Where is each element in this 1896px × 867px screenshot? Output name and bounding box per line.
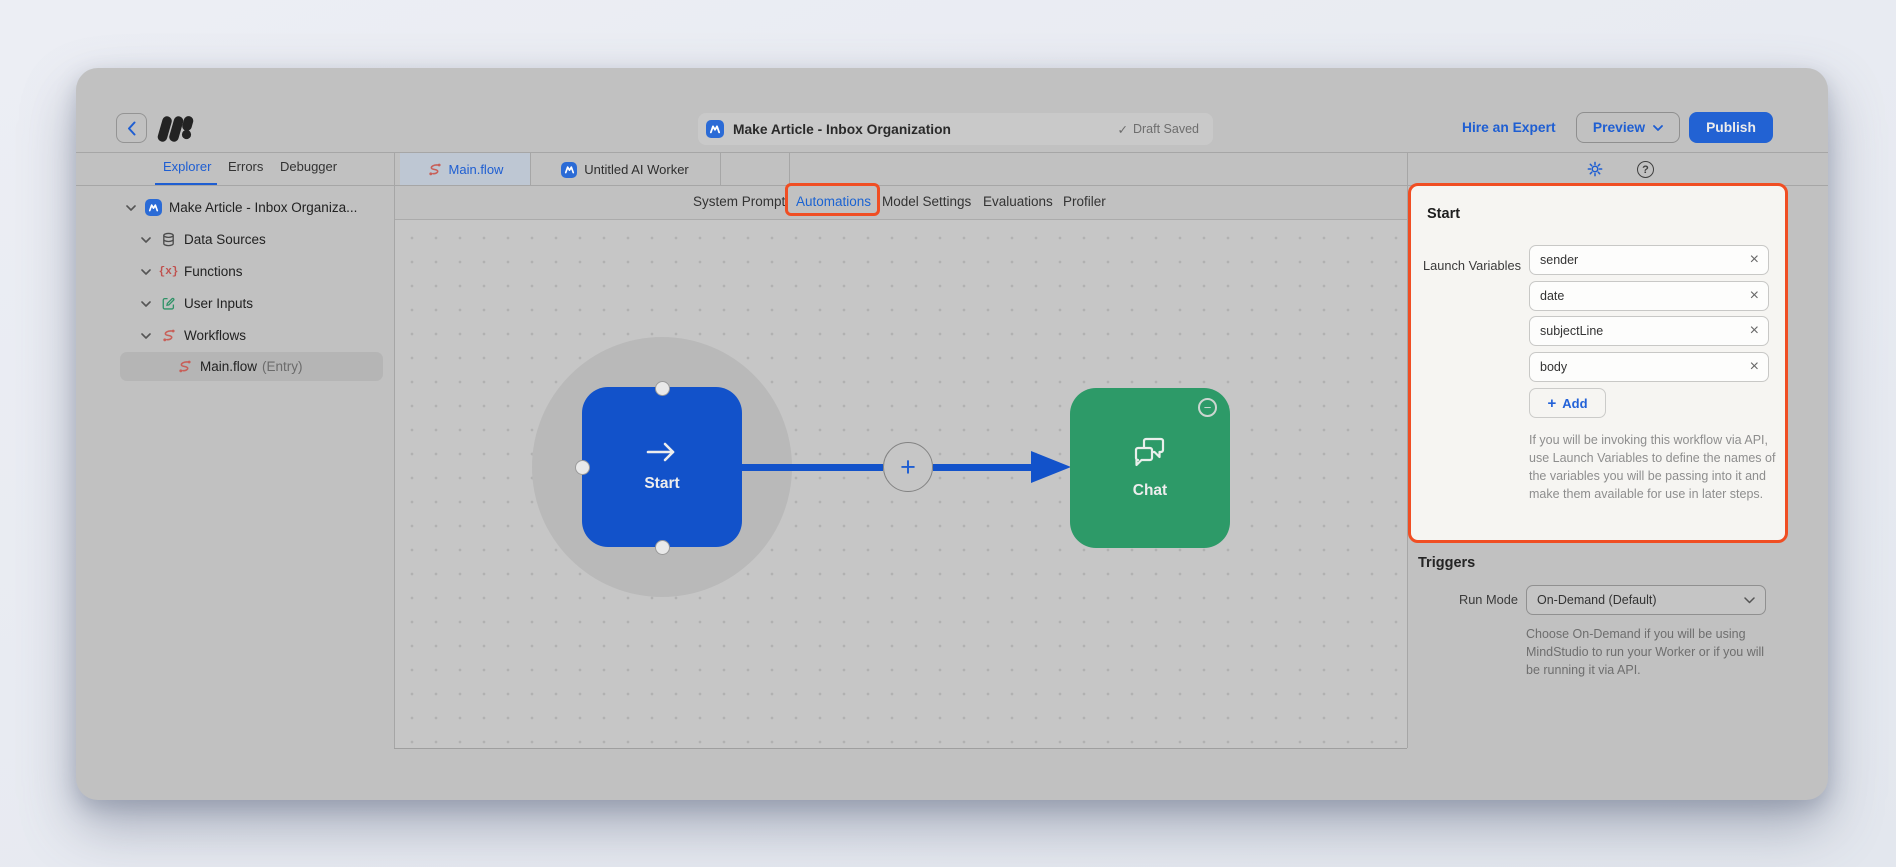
chat-bubbles-icon bbox=[1131, 436, 1169, 470]
add-variable-button[interactable]: + Add bbox=[1529, 388, 1606, 418]
close-icon[interactable]: × bbox=[1750, 323, 1759, 339]
chevron-down-icon[interactable] bbox=[141, 301, 151, 307]
chevron-down-icon[interactable] bbox=[141, 269, 151, 275]
chevron-down-icon[interactable] bbox=[141, 237, 151, 243]
worker-app-icon bbox=[706, 120, 724, 138]
publish-button[interactable]: Publish bbox=[1689, 112, 1773, 143]
run-mode-select[interactable]: On-Demand (Default) bbox=[1526, 585, 1766, 615]
node-handle-top[interactable] bbox=[655, 381, 670, 396]
flow-icon bbox=[176, 358, 193, 375]
flow-icon bbox=[160, 327, 177, 344]
tab-explorer[interactable]: Explorer bbox=[163, 159, 211, 174]
tab-debugger[interactable]: Debugger bbox=[280, 159, 337, 174]
tree-item-label: Main.flow bbox=[200, 359, 257, 374]
node-label: Start bbox=[644, 475, 679, 493]
automations-annotation-box bbox=[785, 183, 880, 216]
plus-icon: + bbox=[1547, 395, 1556, 412]
header-divider bbox=[76, 152, 1828, 153]
mindstudio-logo-icon bbox=[154, 113, 200, 145]
connector-edge bbox=[933, 464, 1033, 471]
tree-item-main-flow[interactable]: Main.flow (Entry) bbox=[120, 352, 383, 381]
tree-item-worker-root[interactable]: Make Article - Inbox Organiza... bbox=[120, 193, 420, 222]
launch-variables-label: Launch Variables bbox=[1411, 258, 1521, 273]
collapse-minus-icon[interactable]: − bbox=[1198, 398, 1217, 417]
tree-item-label: Make Article - Inbox Organiza... bbox=[169, 200, 357, 215]
subtab-evaluations[interactable]: Evaluations bbox=[983, 194, 1053, 209]
tree-item-label: User Inputs bbox=[184, 296, 253, 311]
tree-item-label: Workflows bbox=[184, 328, 246, 343]
plus-icon: + bbox=[900, 452, 916, 483]
tree-item-workflows[interactable]: Workflows bbox=[135, 321, 415, 350]
chevron-left-icon bbox=[127, 121, 137, 136]
tree-item-label: Functions bbox=[184, 264, 243, 279]
tab-divider bbox=[789, 153, 790, 186]
subtab-model-settings[interactable]: Model Settings bbox=[882, 194, 971, 209]
chevron-down-icon bbox=[1744, 597, 1755, 604]
page-title: Make Article - Inbox Organization bbox=[733, 122, 951, 137]
close-icon[interactable]: × bbox=[1750, 359, 1759, 375]
subtab-profiler[interactable]: Profiler bbox=[1063, 194, 1106, 209]
launch-variable-input[interactable] bbox=[1540, 360, 1730, 374]
run-mode-label: Run Mode bbox=[1426, 592, 1518, 607]
tab-divider bbox=[720, 153, 721, 186]
tab-main-flow[interactable]: Main.flow bbox=[400, 153, 530, 186]
node-handle-bottom[interactable] bbox=[655, 540, 670, 555]
pencil-icon bbox=[160, 295, 177, 312]
launch-variable-row: × bbox=[1529, 245, 1769, 275]
chevron-down-icon bbox=[1653, 125, 1663, 131]
worker-title-bar[interactable]: Make Article - Inbox Organization ✓ Draf… bbox=[698, 113, 1213, 145]
app-window: Make Article - Inbox Organization ✓ Draf… bbox=[76, 68, 1828, 800]
gear-icon[interactable] bbox=[1586, 160, 1604, 183]
launch-variable-row: × bbox=[1529, 352, 1769, 382]
launch-variable-input[interactable] bbox=[1540, 324, 1730, 338]
connector-arrowhead bbox=[1031, 451, 1071, 483]
add-step-button[interactable]: + bbox=[883, 442, 933, 492]
chat-node[interactable]: − Chat bbox=[1070, 388, 1230, 548]
preview-button[interactable]: Preview bbox=[1576, 112, 1680, 143]
close-icon[interactable]: × bbox=[1750, 252, 1759, 268]
workflow-canvas[interactable]: Start + − Chat bbox=[394, 220, 1407, 748]
launch-variable-input[interactable] bbox=[1540, 289, 1730, 303]
launch-variable-input[interactable] bbox=[1540, 253, 1730, 267]
tab-untitled-ai-worker[interactable]: Untitled AI Worker bbox=[530, 153, 720, 186]
start-node[interactable]: Start bbox=[582, 387, 742, 547]
launch-variables-description: If you will be invoking this workflow vi… bbox=[1529, 431, 1777, 503]
arrow-right-icon bbox=[644, 441, 680, 463]
database-icon bbox=[160, 231, 177, 248]
chevron-down-icon[interactable] bbox=[141, 333, 151, 339]
connector-edge bbox=[742, 464, 883, 471]
back-button[interactable] bbox=[116, 113, 147, 143]
tab-divider bbox=[530, 153, 531, 186]
start-section-heading: Start bbox=[1427, 206, 1460, 222]
close-icon[interactable]: × bbox=[1750, 288, 1759, 304]
launch-variable-row: × bbox=[1529, 281, 1769, 311]
launch-variable-row: × bbox=[1529, 316, 1769, 346]
tab-errors[interactable]: Errors bbox=[228, 159, 263, 174]
canvas-bottom-divider bbox=[394, 748, 1407, 749]
node-handle-left[interactable] bbox=[575, 460, 590, 475]
run-mode-description: Choose On-Demand if you will be using Mi… bbox=[1526, 625, 1770, 679]
draft-status: ✓ Draft Saved bbox=[1118, 122, 1200, 137]
subtab-system-prompt[interactable]: System Prompt bbox=[693, 194, 785, 209]
triggers-section-heading: Triggers bbox=[1418, 555, 1475, 571]
chevron-down-icon[interactable] bbox=[126, 205, 136, 211]
tree-item-label: Data Sources bbox=[184, 232, 266, 247]
entry-badge: (Entry) bbox=[262, 359, 303, 374]
flow-icon bbox=[427, 162, 442, 177]
sidebar-canvas-divider bbox=[394, 153, 395, 748]
start-settings-annotation-box: Start Launch Variables × × × × + Add bbox=[1408, 183, 1788, 543]
tree-item-user-inputs[interactable]: User Inputs bbox=[135, 289, 415, 318]
hire-expert-link[interactable]: Hire an Expert bbox=[1462, 120, 1556, 135]
function-icon: {x} bbox=[160, 263, 177, 280]
check-icon: ✓ bbox=[1118, 122, 1128, 137]
tree-item-data-sources[interactable]: Data Sources bbox=[135, 225, 415, 254]
tree-item-functions[interactable]: {x} Functions bbox=[135, 257, 415, 286]
help-icon[interactable]: ? bbox=[1637, 161, 1654, 178]
node-label: Chat bbox=[1133, 482, 1167, 500]
worker-icon bbox=[561, 162, 577, 178]
app-icon bbox=[145, 199, 162, 216]
